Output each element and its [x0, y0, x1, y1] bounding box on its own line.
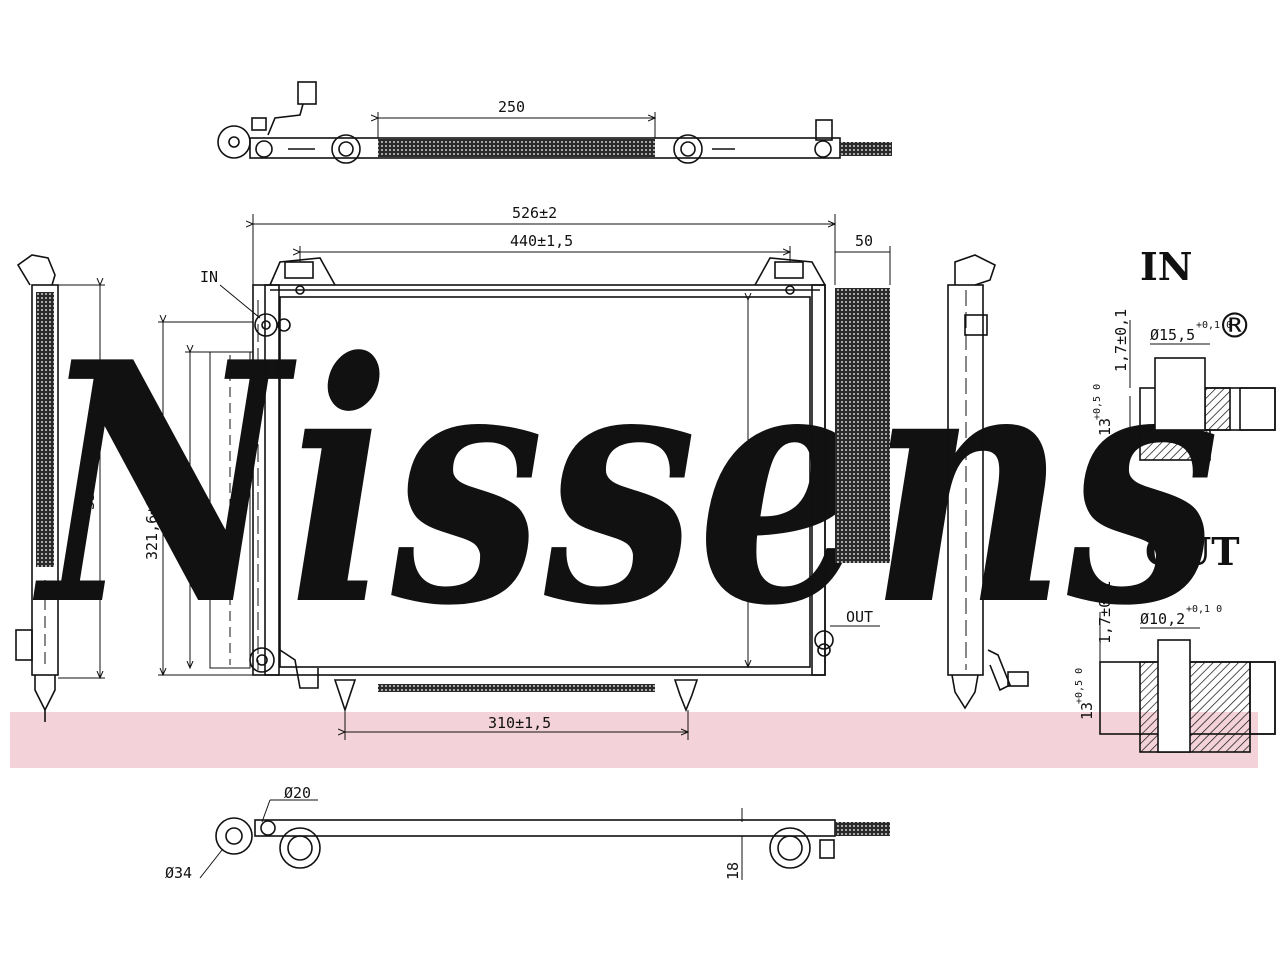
dim-left-height: 355,4	[80, 465, 98, 510]
left-side-view	[15, 254, 105, 722]
label-out-front: OUT	[846, 608, 873, 626]
detail-in-depth: 1,7±0,1	[1112, 309, 1130, 372]
detail-out-title: OUT	[1145, 529, 1240, 574]
front-view	[158, 214, 891, 740]
detail-out-height-tol: +0,5 0	[1074, 668, 1085, 704]
dim-dia-large: Ø34	[165, 864, 192, 882]
dim-side: 50	[855, 232, 873, 250]
detail-out-dia-tol: +0,1 0	[1186, 604, 1222, 615]
dim-core-height: 338±2	[728, 465, 746, 510]
top-view	[217, 81, 892, 164]
brand-band	[10, 712, 1258, 768]
bottom-view	[199, 799, 890, 880]
dim-core-width: 440±1,5	[510, 232, 573, 250]
detail-out	[1099, 612, 1276, 753]
detail-in-title: IN	[1140, 244, 1193, 289]
detail-in-height: 13	[1096, 418, 1114, 436]
registered-mark: ®	[1222, 301, 1248, 350]
right-side-view	[947, 254, 1029, 710]
label-in-front: IN	[200, 268, 218, 286]
dim-dia-small: Ø20	[284, 784, 311, 802]
detail-in-height-tol: +0,5 0	[1092, 384, 1103, 420]
detail-in	[1129, 320, 1276, 461]
dim-depth: 18	[724, 862, 742, 880]
dim-height-left-a: 321,6±2	[143, 497, 161, 560]
dim-top-length: 250	[498, 98, 525, 116]
detail-in-dia-tol: +0,1 0	[1196, 320, 1232, 331]
dim-overall-width: 526±2	[512, 204, 557, 222]
dim-height-left-b: 292±2	[170, 495, 188, 540]
detail-in-dia: Ø15,5	[1150, 326, 1195, 344]
dim-bottom-span: 310±1,5	[488, 714, 551, 732]
detail-out-depth: 1,7±0,1	[1096, 581, 1114, 644]
detail-out-height: 13	[1078, 702, 1096, 720]
detail-out-dia: Ø10,2	[1140, 610, 1185, 628]
